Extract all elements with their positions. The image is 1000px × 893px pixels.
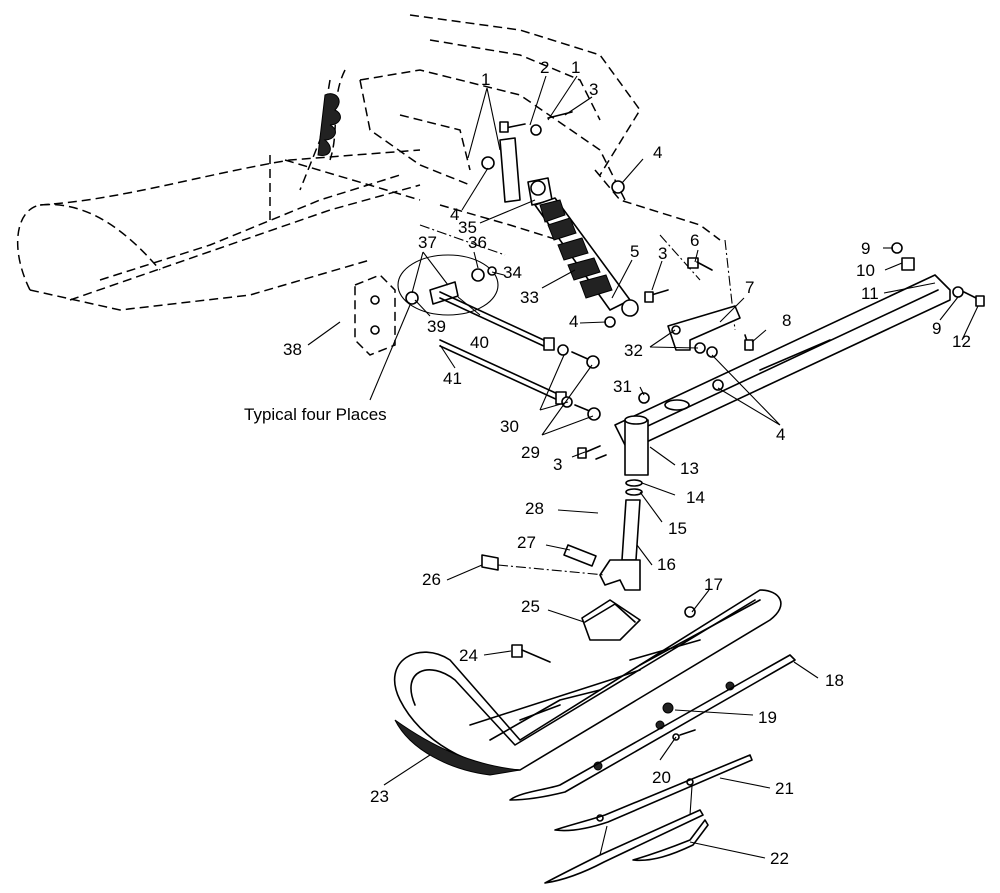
- ski-runner: [509, 654, 796, 801]
- spindle-bolt-and-pin: [481, 544, 606, 663]
- callout-7: 7: [745, 278, 754, 297]
- callout-29: 29: [521, 443, 540, 462]
- callout-32: 32: [624, 341, 643, 360]
- callout-9a: 9: [861, 239, 870, 258]
- callout-4a: 4: [653, 143, 662, 162]
- spindle: [577, 392, 650, 591]
- radius-rods: [439, 291, 601, 421]
- callout-3a: 3: [589, 80, 598, 99]
- callout-27: 27: [517, 533, 536, 552]
- callout-36: 36: [468, 233, 487, 252]
- detail-ellipse: [397, 254, 499, 316]
- callout-24: 24: [459, 646, 478, 665]
- rear-spring: [317, 93, 341, 157]
- ski-saddle: [581, 599, 641, 641]
- callout-2: 2: [540, 58, 549, 77]
- shock-absorber: [527, 177, 639, 317]
- callout-34: 34: [503, 263, 522, 282]
- callout-4d: 4: [776, 425, 785, 444]
- callout-31: 31: [613, 377, 632, 396]
- typical-four-places-note: Typical four Places: [244, 405, 387, 424]
- callout-28: 28: [525, 499, 544, 518]
- callout-3c: 3: [553, 455, 562, 474]
- chassis-outline: [17, 14, 736, 331]
- wear-bar-and-carbide: [544, 729, 753, 884]
- callout-14: 14: [686, 488, 705, 507]
- callout-37: 37: [418, 233, 437, 252]
- callout-10: 10: [856, 261, 875, 280]
- callout-6: 6: [690, 231, 699, 250]
- callout-26: 26: [422, 570, 441, 589]
- callout-33: 33: [520, 288, 539, 307]
- callout-13: 13: [680, 459, 699, 478]
- callout-17: 17: [704, 575, 723, 594]
- callout-25: 25: [521, 597, 540, 616]
- arm-end-hardware: [891, 242, 985, 307]
- callout-3b: 3: [658, 244, 667, 263]
- callout-4c: 4: [569, 312, 578, 331]
- callout-20: 20: [652, 768, 671, 787]
- callout-38: 38: [283, 340, 302, 359]
- shock-bracket: [604, 257, 754, 358]
- callout-12: 12: [952, 332, 971, 351]
- callout-21: 21: [775, 779, 794, 798]
- callout-5: 5: [630, 242, 639, 261]
- callout-19: 19: [758, 708, 777, 727]
- trailing-arm: [614, 274, 951, 446]
- upper-mount-hardware: [481, 111, 625, 203]
- callout-8: 8: [782, 311, 791, 330]
- callout-1a: 1: [481, 70, 490, 89]
- callout-4b: 4: [450, 205, 459, 224]
- callout-1b: 1: [571, 58, 580, 77]
- callout-15: 15: [668, 519, 687, 538]
- callout-9b: 9: [932, 319, 941, 338]
- callout-22: 22: [770, 849, 789, 868]
- callout-39: 39: [427, 317, 446, 336]
- callout-labels: 1 2 1 3 4 4 35 5 6 3 9 10 11 9 12 37 36 …: [244, 58, 971, 868]
- callout-18: 18: [825, 671, 844, 690]
- callout-35: 35: [458, 218, 477, 237]
- callout-23: 23: [370, 787, 389, 806]
- callout-41: 41: [443, 369, 462, 388]
- callout-11: 11: [861, 284, 879, 303]
- callout-30: 30: [500, 417, 519, 436]
- bracket-detail: [354, 254, 499, 356]
- callout-16: 16: [657, 555, 676, 574]
- leader-lines: [307, 75, 979, 859]
- callout-40: 40: [470, 333, 489, 352]
